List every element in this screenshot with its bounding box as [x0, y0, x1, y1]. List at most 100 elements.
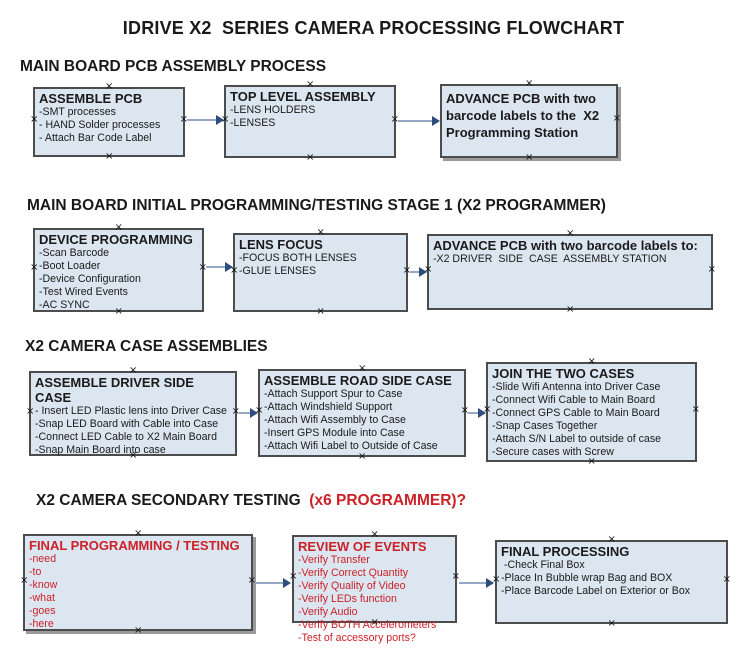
box-line: -goes	[29, 605, 56, 617]
box-title: FINAL PROGRAMMING / TESTING	[29, 538, 240, 553]
box-assemble-pcb: ASSEMBLE PCB -SMT processes- HAND Solder…	[33, 87, 185, 157]
box-line: -X2 DRIVER SIDE CASE ASSEMBLY STATION	[433, 253, 667, 265]
arrow-head-icon	[216, 115, 224, 125]
box-lines: -Attach Support Spur to Case-Attach Wind…	[264, 388, 460, 453]
box-line: -Verify Audio	[298, 606, 358, 618]
arrow-head-icon	[478, 408, 486, 418]
box-title: TOP LEVEL ASSEMBLY	[230, 89, 376, 104]
anchor-icon	[306, 153, 314, 163]
box-line: -Place In Bubble wrap Bag and BOX	[501, 572, 673, 584]
anchor-icon	[566, 305, 574, 315]
anchor-icon	[115, 307, 123, 317]
anchor-icon	[588, 457, 596, 467]
box-line: -Place Barcode Label on Exterior or Box	[501, 585, 691, 597]
box-line: -Scan Barcode	[39, 247, 110, 259]
box-line: -here	[29, 618, 54, 630]
flow-arrow	[459, 578, 494, 588]
section-heading-text: MAIN BOARD PCB ASSEMBLY PROCESS	[20, 58, 327, 75]
box-line: -Connect GPS Cable to Main Board	[492, 407, 660, 419]
section-heading-text: MAIN BOARD INITIAL PROGRAMMING/TESTING S…	[27, 197, 606, 214]
anchor-icon	[180, 115, 188, 125]
box-lines: -Slide Wifi Antenna into Driver Case-Con…	[492, 381, 691, 459]
anchor-icon	[30, 263, 38, 273]
anchor-icon	[105, 152, 113, 162]
box-advance-pcb-case-assembly: ADVANCE PCB with two barcode labels to: …	[427, 234, 713, 310]
box-line: - Insert LED Plastic lens into Driver Ca…	[35, 405, 227, 417]
box-title: ADVANCE PCB with two barcode labels to t…	[446, 91, 603, 140]
anchor-icon	[613, 114, 621, 124]
anchor-icon	[26, 407, 34, 417]
box-line: -Boot Loader	[39, 260, 101, 272]
anchor-icon	[230, 266, 238, 276]
anchor-icon	[708, 265, 716, 275]
anchor-icon	[129, 366, 137, 376]
box-line: -Verify Correct Quantity	[298, 567, 409, 579]
box-title: ADVANCE PCB with two barcode labels to:	[433, 238, 698, 253]
anchor-icon	[317, 307, 325, 317]
box-lines: -LENS HOLDERS-LENSES	[230, 104, 390, 130]
box-line: -need	[29, 553, 57, 565]
box-title: JOIN THE TWO CASES	[492, 366, 635, 381]
section-heading-initial-programming: MAIN BOARD INITIAL PROGRAMMING/TESTING S…	[27, 197, 606, 215]
anchor-icon	[371, 618, 379, 628]
box-final-processing: FINAL PROCESSING -Check Final Box-Place …	[495, 540, 728, 624]
box-line: -Attach Support Spur to Case	[264, 388, 403, 400]
anchor-icon	[566, 229, 574, 239]
anchor-icon	[306, 80, 314, 90]
box-line: -Connect Wifi Cable to Main Board	[492, 394, 656, 406]
box-title: ASSEMBLE DRIVER SIDE CASE	[35, 375, 198, 405]
section-heading-pcb-assembly: MAIN BOARD PCB ASSEMBLY PROCESS	[20, 58, 326, 76]
section-heading-red-text: (x6 PROGRAMMER)?	[305, 492, 467, 509]
box-assemble-road-side-case: ASSEMBLE ROAD SIDE CASE -Attach Support …	[258, 369, 466, 457]
box-line: -know	[29, 579, 58, 591]
anchor-icon	[255, 406, 263, 416]
anchor-icon	[134, 529, 142, 539]
box-lines: -need-to-know-what-goes-here	[29, 553, 247, 631]
box-lines: -SMT processes- HAND Solder processes- A…	[39, 106, 179, 145]
box-line: -LENS HOLDERS	[230, 104, 316, 116]
flow-arrow	[398, 116, 440, 126]
box-device-programming: DEVICE PROGRAMMING -Scan Barcode-Boot Lo…	[33, 228, 204, 312]
anchor-icon	[403, 266, 411, 276]
anchor-icon	[608, 535, 616, 545]
anchor-icon	[115, 223, 123, 233]
box-lines: -Verify Transfer-Verify Correct Quantity…	[298, 554, 451, 645]
arrow-head-icon	[432, 116, 440, 126]
flow-arrow	[410, 267, 427, 277]
box-line: -what	[29, 592, 55, 604]
box-final-programming-testing: FINAL PROGRAMMING / TESTING -need-to-kno…	[23, 534, 253, 631]
anchor-icon	[199, 263, 207, 273]
box-line: - Attach Bar Code Label	[39, 132, 152, 144]
flow-arrow	[468, 408, 486, 418]
box-line: -Test Wired Events	[39, 286, 128, 298]
box-lines: -Check Final Box-Place In Bubble wrap Ba…	[501, 559, 722, 598]
box-line: -Secure cases with Screw	[492, 446, 614, 458]
arrow-head-icon	[486, 578, 494, 588]
anchor-icon	[692, 405, 700, 415]
box-line: -Check Final Box	[501, 559, 585, 571]
anchor-icon	[588, 357, 596, 367]
anchor-icon	[525, 79, 533, 89]
arrow-head-icon	[283, 578, 291, 588]
flow-arrow	[239, 408, 258, 418]
anchor-icon	[221, 115, 229, 125]
arrow-head-icon	[250, 408, 258, 418]
box-line: -Device Configuration	[39, 273, 141, 285]
section-heading-text: X2 CAMERA SECONDARY TESTING	[36, 492, 305, 509]
box-title: ASSEMBLE ROAD SIDE CASE	[264, 373, 452, 388]
anchor-icon	[358, 452, 366, 462]
anchor-icon	[248, 576, 256, 586]
box-title: DEVICE PROGRAMMING	[39, 232, 193, 247]
box-title: LENS FOCUS	[239, 237, 323, 252]
box-lines: -X2 DRIVER SIDE CASE ASSEMBLY STATION	[433, 253, 707, 266]
box-line: -LENSES	[230, 117, 276, 129]
anchor-icon	[391, 115, 399, 125]
box-line: -Verify BOTH Accelerometers	[298, 619, 437, 631]
box-line: -Verify LEDs function	[298, 593, 397, 605]
box-line: -Attach S/N Label to outside of case	[492, 433, 662, 445]
box-title: REVIEW OF EVENTS	[298, 539, 427, 554]
box-lines: -Scan Barcode-Boot Loader-Device Configu…	[39, 247, 198, 312]
flow-arrow	[255, 578, 291, 588]
box-line: -Verify Quality of Video	[298, 580, 406, 592]
